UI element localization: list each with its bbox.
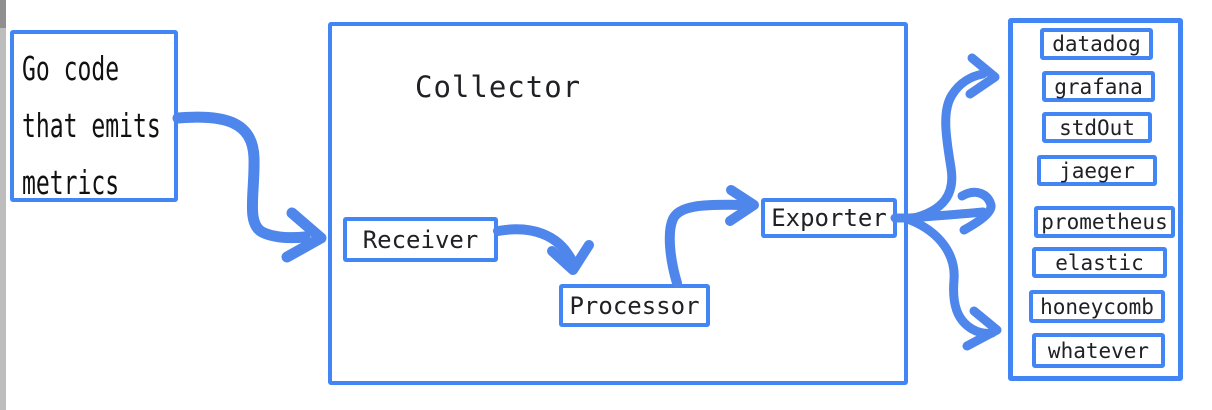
exporter-box: Exporter [761,198,897,238]
arrow-exporter-to-bottom-destinations [905,215,997,338]
destination-label: elastic [1055,250,1144,275]
arrowhead-top [965,53,1000,99]
destination-honeycomb: honeycomb [1029,290,1165,323]
arrowhead-source-to-collector [281,207,327,263]
collector-title: Collector [415,70,582,104]
arrow-exporter-to-middle-destinations [905,207,988,223]
source-code-label: Go code that emits metrics [22,40,161,211]
processor-label: Processor [569,291,700,320]
destination-label: honeycomb [1040,294,1154,319]
destination-jaeger: jaeger [1037,155,1157,186]
receiver-label: Receiver [362,225,479,254]
destination-whatever: whatever [1032,333,1165,368]
processor-box: Processor [559,284,710,327]
destination-label: datadog [1052,32,1141,56]
destination-elastic: elastic [1032,247,1167,278]
destination-datadog: datadog [1040,28,1153,60]
window-edge-scrollbar [0,0,6,410]
exporter-label: Exporter [771,204,887,232]
source-line-3: metrics [22,163,120,203]
arrowhead-bottom [962,306,1002,351]
destination-label: grafana [1054,74,1143,99]
arrow-exporter-to-top-destinations [905,69,988,224]
destination-label: prometheus [1041,210,1168,234]
receiver-box: Receiver [343,217,498,262]
source-line-2: that emits [22,106,161,146]
source-code-box: Go code that emits metrics [10,30,178,202]
arrow-source-to-collector [172,111,311,244]
arrowhead-middle [957,187,996,235]
destination-label: stdOut [1059,115,1135,140]
source-line-1: Go code [22,49,120,88]
destination-stdout: stdOut [1042,112,1152,143]
destination-prometheus: prometheus [1034,206,1175,238]
destination-label: jaeger [1059,158,1135,183]
destination-grafana: grafana [1042,71,1155,102]
destination-label: whatever [1047,338,1150,363]
